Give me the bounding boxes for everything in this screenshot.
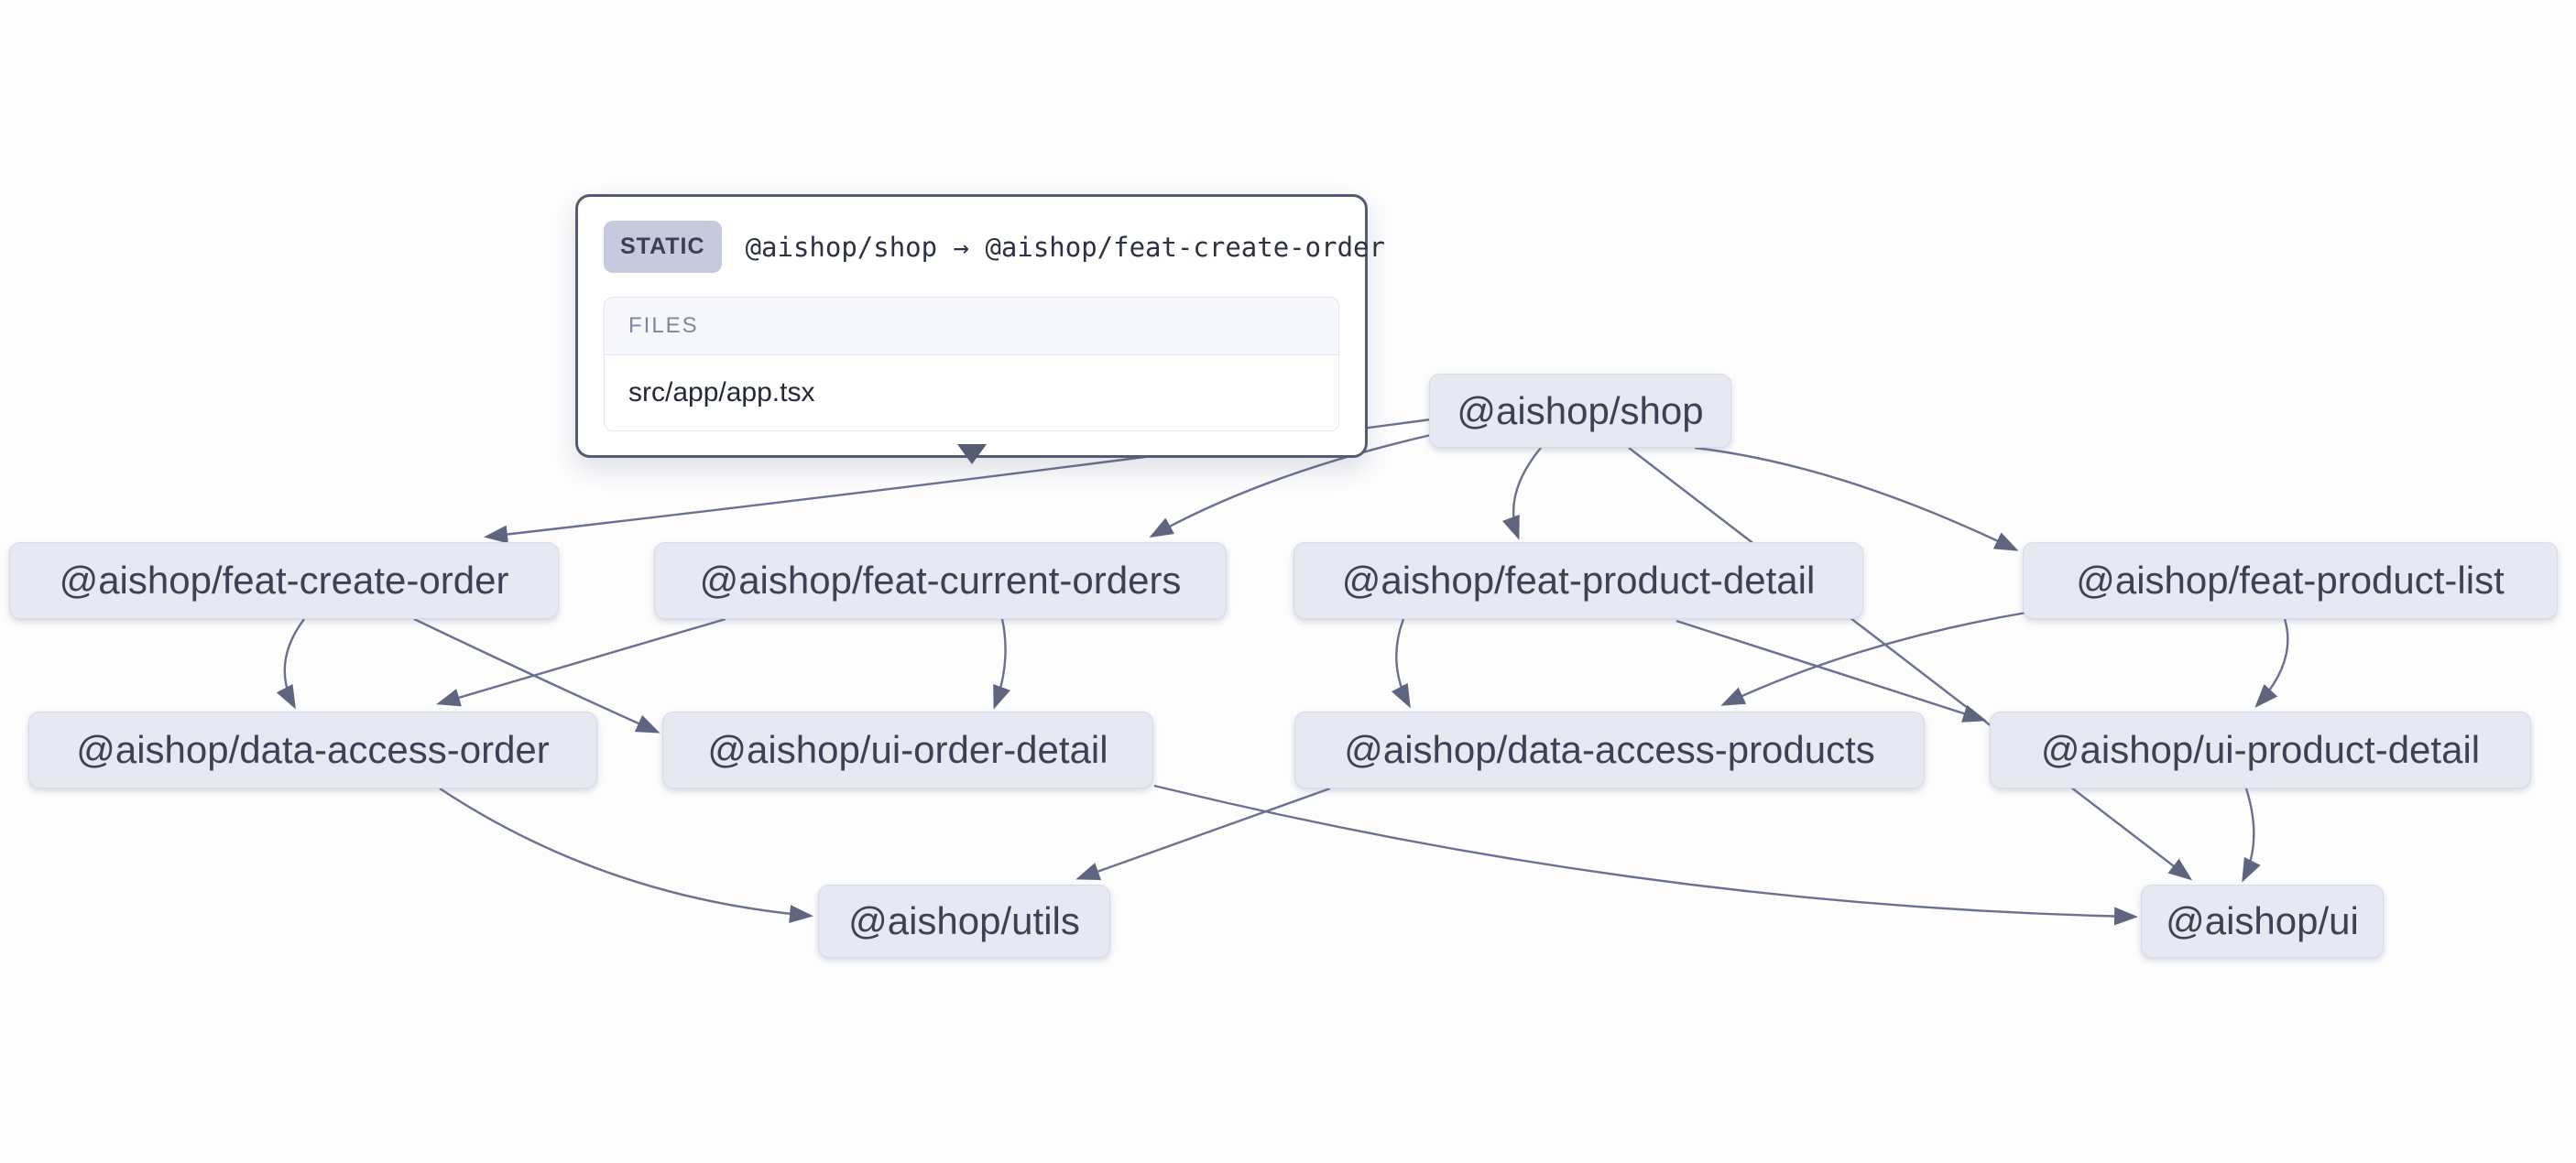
edge-ui-product-detail-to-ui[interactable] (2242, 788, 2261, 883)
edge-feat-create-order-to-ui-order-detail[interactable] (413, 617, 660, 734)
edge-feat-product-list-to-data-access-products[interactable] (1720, 611, 2027, 706)
edge-feat-create-order-to-data-access-order[interactable] (276, 618, 305, 710)
edge-shop-to-ui[interactable] (1628, 447, 2193, 881)
files-panel: FILES src/app/app.tsx (604, 297, 1339, 431)
graph-node-utils[interactable]: @aishop/utils (818, 885, 1110, 958)
edge-feat-product-detail-to-ui-product-detail[interactable] (1675, 619, 1987, 723)
graph-node-feat-product-detail[interactable]: @aishop/feat-product-detail (1293, 542, 1863, 619)
graph-node-feat-current-orders[interactable]: @aishop/feat-current-orders (654, 542, 1227, 619)
graph-node-data-access-order[interactable]: @aishop/data-access-order (28, 712, 597, 788)
graph-node-shop[interactable]: @aishop/shop (1429, 374, 1731, 448)
edge-shop-to-feat-current-orders[interactable] (1149, 433, 1432, 538)
edge-shop-to-feat-product-list[interactable] (1694, 446, 2019, 551)
edge-feat-product-list-to-ui-product-detail[interactable] (2254, 618, 2289, 708)
files-section-label: FILES (605, 298, 1338, 355)
edge-tooltip: STATIC @aishop/shop → @aishop/feat-creat… (575, 194, 1385, 458)
graph-node-data-access-products[interactable]: @aishop/data-access-products (1294, 712, 1925, 788)
file-row: src/app/app.tsx (605, 355, 1338, 430)
edge-type-badge: STATIC (604, 221, 722, 273)
edge-data-access-products-to-utils[interactable] (1075, 787, 1331, 881)
graph-node-feat-product-list[interactable]: @aishop/feat-product-list (2023, 542, 2558, 619)
edge-ui-order-detail-to-ui[interactable] (1153, 784, 2138, 926)
graph-node-ui[interactable]: @aishop/ui (2141, 885, 2384, 958)
tooltip-edge-title: @aishop/shop → @aishop/feat-create-order (745, 231, 1385, 263)
edge-feat-current-orders-to-data-access-order[interactable] (436, 617, 726, 707)
tooltip-header: STATIC @aishop/shop → @aishop/feat-creat… (604, 221, 1385, 273)
edge-shop-to-feat-product-detail[interactable] (1502, 447, 1542, 540)
tooltip-pointer-icon (957, 444, 987, 464)
graph-node-ui-product-detail[interactable]: @aishop/ui-product-detail (1990, 712, 2531, 788)
graph-node-feat-create-order[interactable]: @aishop/feat-create-order (9, 542, 559, 619)
edge-feat-current-orders-to-ui-order-detail[interactable] (993, 618, 1010, 710)
edge-data-access-order-to-utils[interactable] (439, 787, 813, 923)
graph-node-ui-order-detail[interactable]: @aishop/ui-order-detail (662, 712, 1153, 788)
edge-feat-product-detail-to-data-access-products[interactable] (1391, 618, 1411, 709)
